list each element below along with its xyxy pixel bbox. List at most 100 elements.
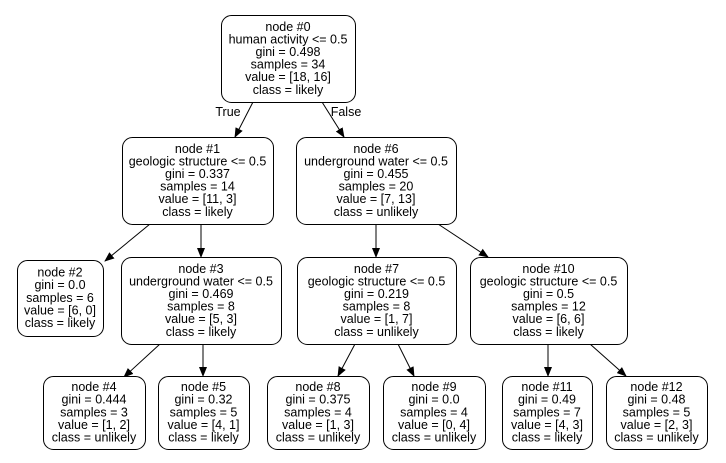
node-line: value = [7, 13] xyxy=(337,192,416,206)
node-box xyxy=(383,376,486,450)
node-line: node #12 xyxy=(630,380,682,394)
node-line: gini = 0.5 xyxy=(523,287,574,301)
node-box xyxy=(121,257,282,345)
edge-arrow-7-to-8 xyxy=(337,343,356,377)
edge-arrow-10-to-12 xyxy=(589,343,627,377)
node-line: value = [0, 4] xyxy=(398,418,470,432)
node-line: gini = 0.49 xyxy=(518,393,576,407)
node-line: gini = 0.48 xyxy=(627,393,685,407)
node-line: samples = 6 xyxy=(26,291,94,305)
edge-arrow-0-to-1 xyxy=(234,101,254,138)
node-line: geologic structure <= 0.5 xyxy=(129,154,267,168)
edge-arrow-6-to-10 xyxy=(437,223,489,258)
node-line: value = [4, 3] xyxy=(511,418,583,432)
node-box xyxy=(502,376,593,450)
node-line: samples = 5 xyxy=(170,405,238,419)
node-line: node #8 xyxy=(295,380,340,394)
node-line: value = [2, 3] xyxy=(621,418,693,432)
node-line: value = [1, 3] xyxy=(282,418,354,432)
edge-arrow-7-to-9 xyxy=(397,343,415,377)
node-line: value = [11, 3] xyxy=(159,192,237,206)
node-line: samples = 5 xyxy=(623,405,691,419)
node-line: class = likely xyxy=(512,431,583,445)
node-line: class = likely xyxy=(166,325,237,339)
node-line: value = [6, 6] xyxy=(513,312,585,326)
node-line: samples = 4 xyxy=(284,405,352,419)
node-line: samples = 3 xyxy=(60,405,128,419)
edge-label-false: False xyxy=(331,105,362,119)
node-line: value = [1, 2] xyxy=(58,418,130,432)
node-line: samples = 8 xyxy=(343,300,411,314)
node-line: samples = 34 xyxy=(251,58,326,72)
node-line: underground water <= 0.5 xyxy=(304,154,448,168)
node-box xyxy=(17,260,104,337)
node-line: value = [18, 16] xyxy=(245,70,331,84)
node-line: samples = 8 xyxy=(167,300,235,314)
node-line: gini = 0.32 xyxy=(174,393,232,407)
edge-arrow-1-to-2 xyxy=(104,223,151,262)
node-line: samples = 7 xyxy=(513,405,581,419)
node-line: class = likely xyxy=(253,83,324,97)
node-line: class = likely xyxy=(168,431,239,445)
node-line: gini = 0.498 xyxy=(256,45,321,59)
node-line: gini = 0.0 xyxy=(408,393,459,407)
node-line: node #3 xyxy=(178,262,223,276)
node-line: node #4 xyxy=(71,380,116,394)
node-line: gini = 0.375 xyxy=(286,393,351,407)
node-line: samples = 20 xyxy=(339,180,414,194)
node-line: value = [6, 0] xyxy=(24,303,96,317)
node-line: gini = 0.219 xyxy=(344,287,409,301)
node-line: geologic structure <= 0.5 xyxy=(308,274,446,288)
node-line: class = likely xyxy=(513,325,584,339)
node-line: gini = 0.444 xyxy=(62,393,127,407)
node-line: class = unlikely xyxy=(614,431,699,445)
node-box xyxy=(221,15,356,103)
node-line: node #5 xyxy=(181,380,226,394)
node-line: node #11 xyxy=(521,380,572,394)
edge-arrow-3-to-4 xyxy=(123,343,161,378)
node-line: class = unlikely xyxy=(334,325,419,339)
node-box xyxy=(122,137,274,225)
node-line: class = likely xyxy=(162,205,233,219)
node-box xyxy=(297,257,457,345)
node-box xyxy=(158,376,250,450)
node-line: gini = 0.469 xyxy=(169,287,234,301)
node-line: human activity <= 0.5 xyxy=(229,32,348,46)
node-line: geologic structure <= 0.5 xyxy=(480,274,618,288)
node-line: class = likely xyxy=(25,316,96,330)
node-line: node #0 xyxy=(265,20,310,34)
node-line: gini = 0.0 xyxy=(34,278,85,292)
node-line: samples = 14 xyxy=(160,180,235,194)
edge-arrow-0-to-6 xyxy=(321,101,345,138)
node-line: samples = 12 xyxy=(511,300,586,314)
node-line: samples = 4 xyxy=(400,405,468,419)
node-line: value = [5, 3] xyxy=(165,312,237,326)
node-line: node #7 xyxy=(354,262,399,276)
node-line: class = unlikely xyxy=(392,431,477,445)
node-line: value = [1, 7] xyxy=(341,312,413,326)
node-line: gini = 0.455 xyxy=(344,167,409,181)
node-line: node #10 xyxy=(522,262,574,276)
node-line: class = unlikely xyxy=(276,431,361,445)
node-line: gini = 0.337 xyxy=(165,167,230,181)
node-box xyxy=(470,257,628,345)
node-box xyxy=(267,376,370,450)
node-line: node #1 xyxy=(175,142,220,156)
node-line: underground water <= 0.5 xyxy=(129,274,273,288)
